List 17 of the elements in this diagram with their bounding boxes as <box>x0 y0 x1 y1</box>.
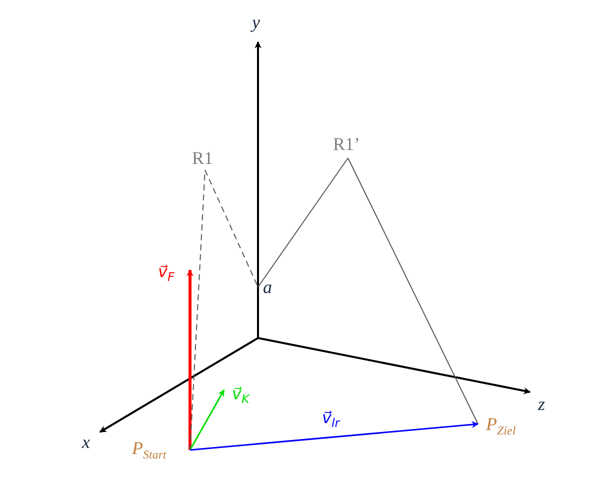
axis-label: z <box>538 394 546 414</box>
point-label: R1 <box>192 148 214 168</box>
axis-label: y <box>252 12 260 32</box>
point-label: a <box>263 277 272 297</box>
line <box>348 158 478 424</box>
point-label: R1’ <box>333 134 360 154</box>
vector-arrow <box>190 421 479 451</box>
vector-arrow <box>186 269 194 450</box>
edge-label: v⃗$_{F}$ <box>158 262 174 286</box>
axis-label: x <box>82 432 90 452</box>
edge-label: v⃗$_{K}$ <box>232 384 250 408</box>
point-label: P$_{Ziel}$ <box>486 414 516 441</box>
vector-arrow <box>189 389 225 450</box>
edge-label: v⃗$_{lr}$ <box>322 408 340 432</box>
line <box>258 158 348 288</box>
dashed-line <box>204 170 258 288</box>
point-label: P$_{Start}$ <box>132 438 166 465</box>
